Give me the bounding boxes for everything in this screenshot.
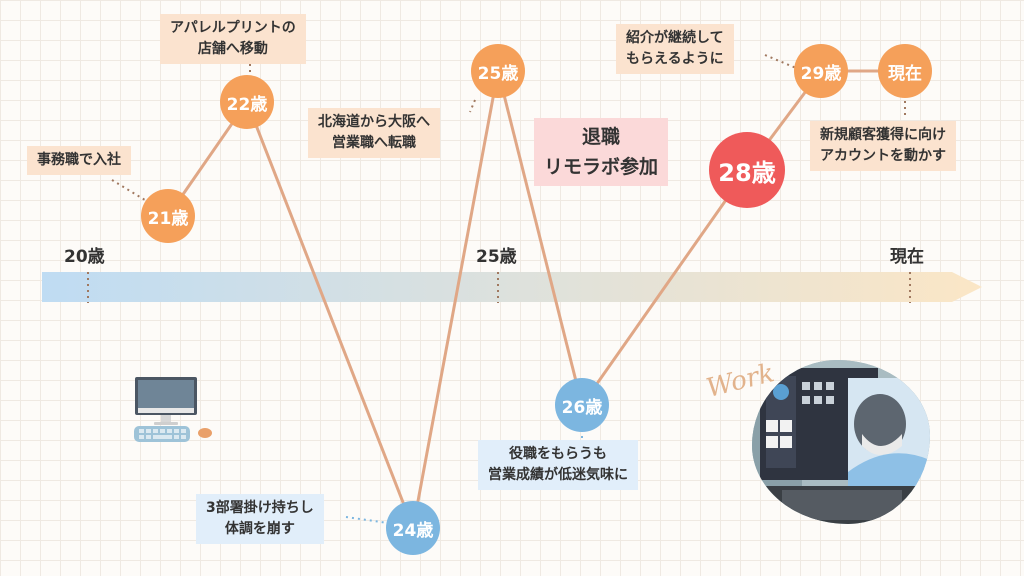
event-age22-line1: アパレルプリントの: [170, 20, 296, 36]
event-age28-line1: 退職: [582, 126, 621, 148]
connector-29: [764, 54, 797, 69]
node-age-24: 24歳: [386, 501, 440, 555]
node-age-21: 21歳: [141, 189, 195, 243]
event-age29-line1: 紹介が継続して: [626, 30, 724, 46]
event-age28-label: 退職 リモラボ参加: [534, 118, 669, 186]
event-age24-label: 3部署掛け持ちし 体調を崩す: [196, 494, 324, 544]
node-now: 現在: [878, 44, 932, 98]
connector-25: [469, 99, 476, 113]
node-age-22: 22歳: [220, 75, 274, 129]
event-now-label: 新規顧客獲得に向け アカウントを動かす: [810, 121, 956, 171]
event-age22-label: アパレルプリントの 店舗へ移動: [160, 14, 306, 64]
event-age24-line2: 体調を崩す: [224, 521, 295, 537]
axis-label-25: 25歳: [476, 247, 517, 267]
connector-21: [111, 179, 146, 201]
node-age-28: 28歳: [709, 132, 785, 208]
node-age-26: 26歳: [555, 378, 609, 432]
line-25-26: [496, 70, 584, 406]
desktop-computer-icon: [134, 377, 212, 442]
axis-label-20: 20歳: [64, 247, 105, 267]
axis-label-now: 現在: [890, 247, 924, 267]
line-26-28: [580, 169, 749, 406]
event-age28-line2: リモラボ参加: [544, 156, 659, 178]
event-age21-label: 事務職で入社: [27, 146, 131, 175]
keyboard-icon: [134, 426, 190, 442]
event-age22-line2: 店舗へ移動: [197, 41, 268, 57]
event-now-line2: アカウントを動かす: [820, 148, 946, 164]
node-age-25: 25歳: [471, 44, 525, 98]
work-photo: [752, 360, 930, 524]
event-age26-label: 役職をもらうも 営業成績が低迷気味に: [478, 440, 638, 490]
event-now-line1: 新規顧客獲得に向け: [820, 127, 946, 143]
line-22-24: [245, 101, 415, 529]
event-age24-line1: 3部署掛け持ちし: [206, 500, 314, 516]
line-24-25: [411, 70, 500, 529]
mouse-icon: [198, 428, 212, 438]
event-age26-line2: 営業成績が低迷気味に: [488, 467, 628, 483]
event-age25-line1: 北海道から大阪へ: [318, 114, 430, 130]
node-age-29: 29歳: [794, 44, 848, 98]
connector-24: [345, 516, 389, 524]
event-age29-line2: もらえるように: [626, 51, 724, 67]
event-age29-label: 紹介が継続して もらえるように: [616, 24, 734, 74]
event-age25-label: 北海道から大阪へ 営業職へ転職: [308, 108, 440, 158]
event-age26-line1: 役職をもらうも: [509, 446, 607, 462]
event-age25-line2: 営業職へ転職: [332, 135, 416, 151]
event-age21-line1: 事務職で入社: [37, 152, 121, 168]
timeline-arrow: [42, 272, 982, 302]
